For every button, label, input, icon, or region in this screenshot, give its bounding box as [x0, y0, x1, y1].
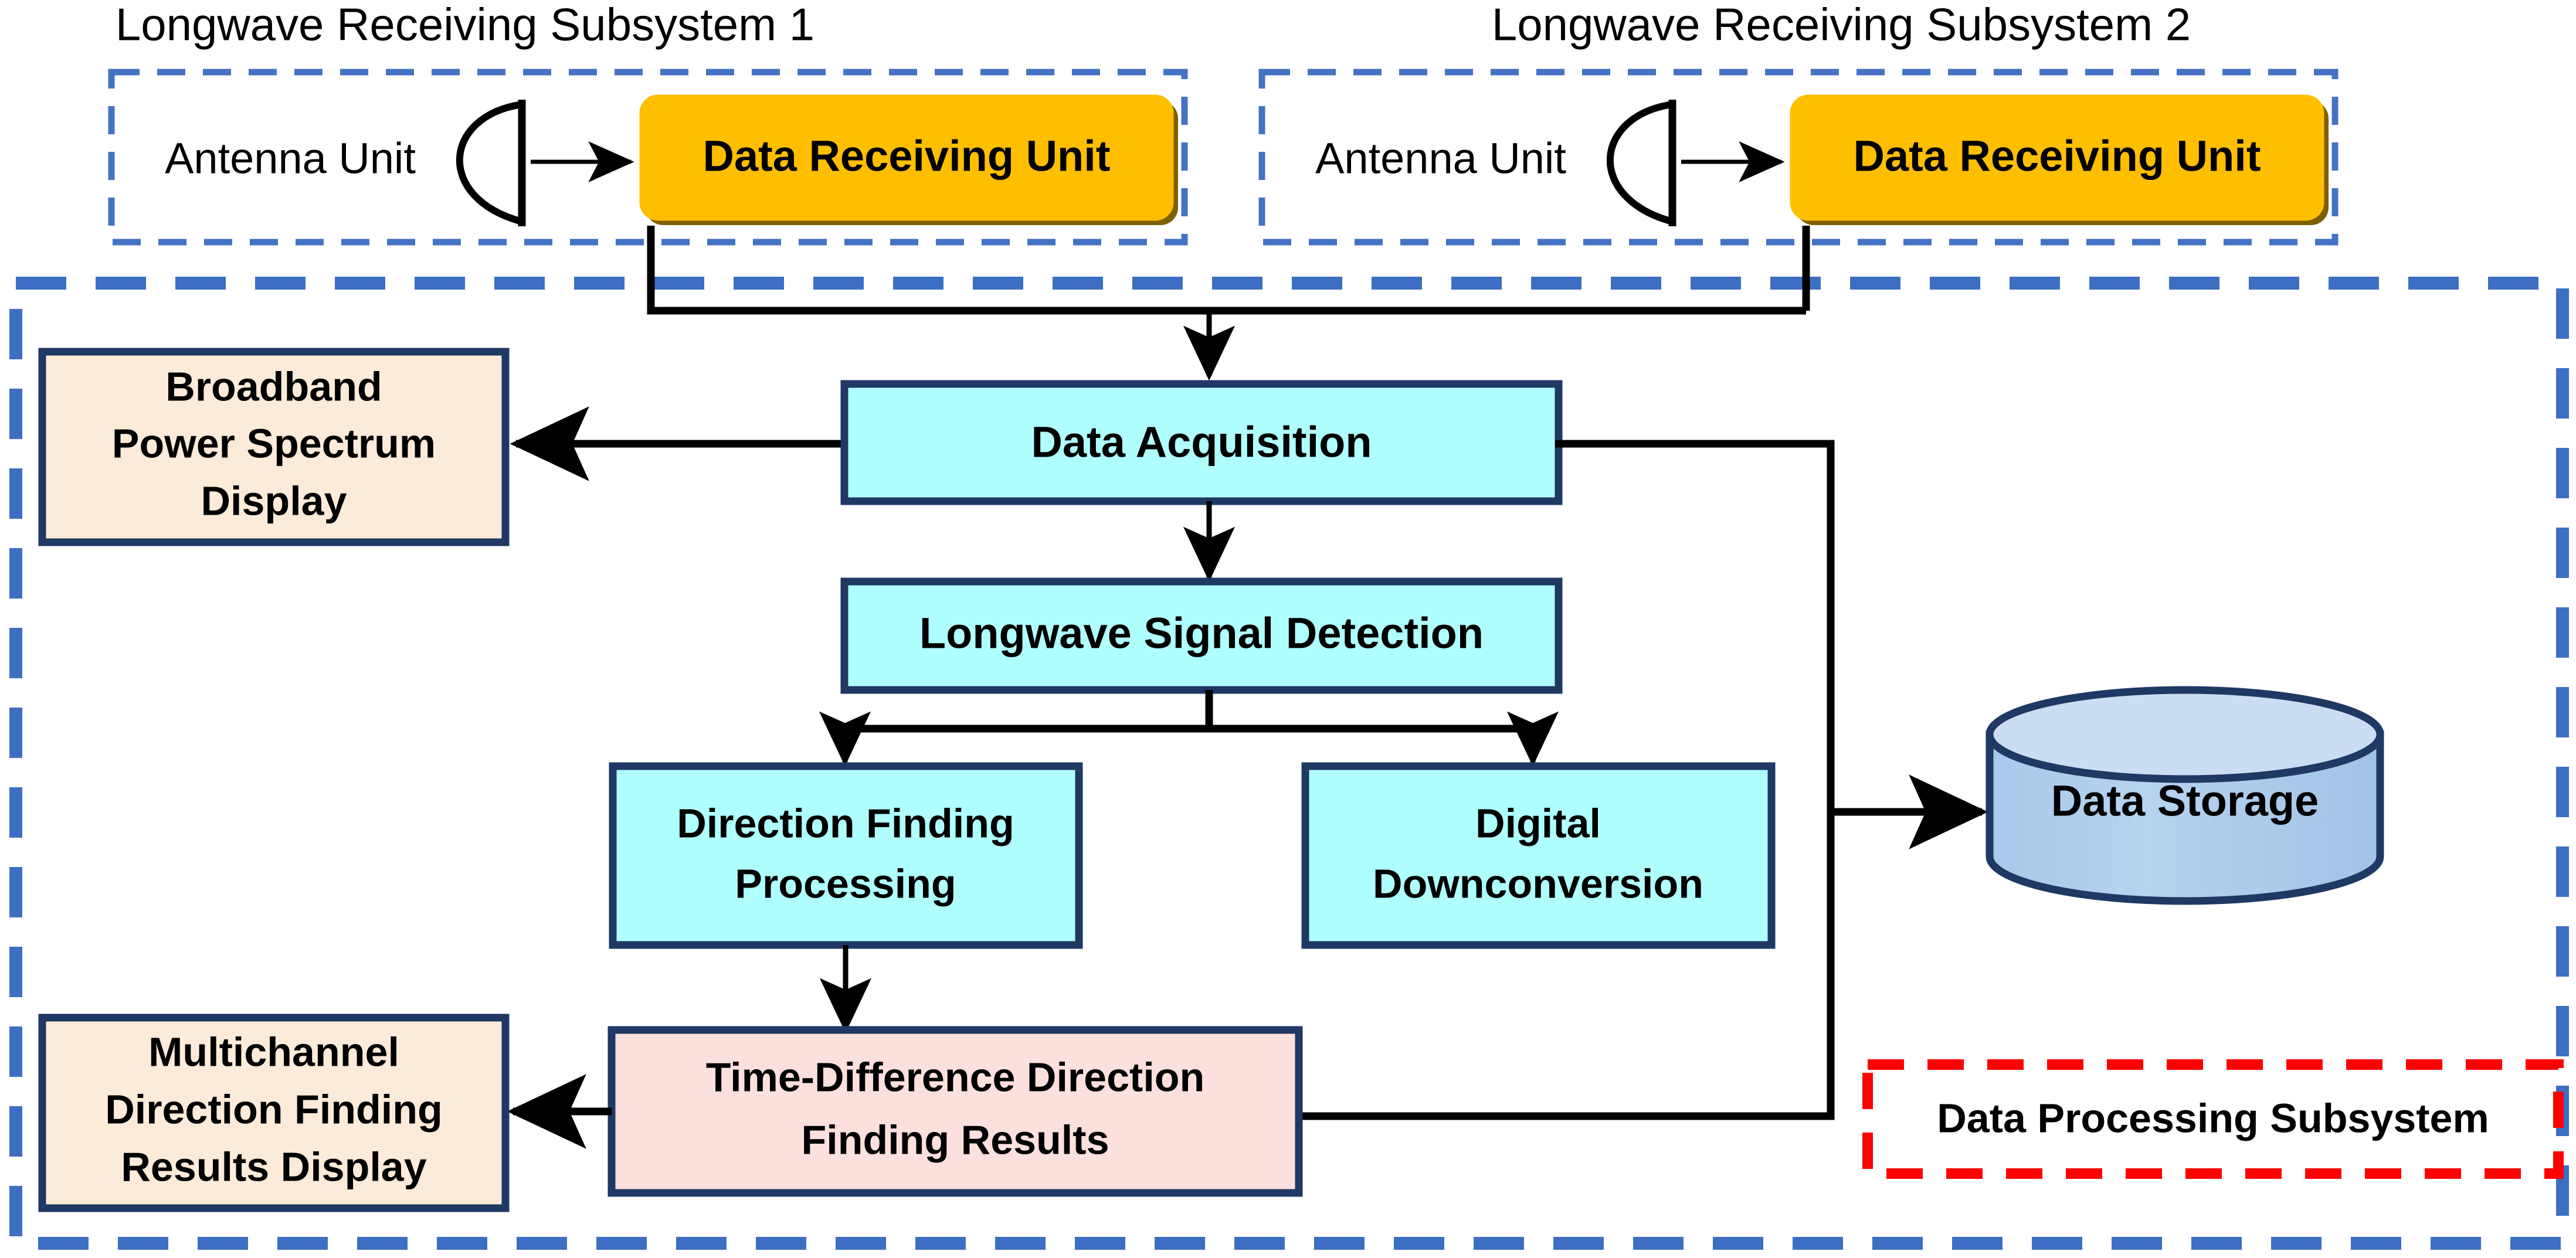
subsystem-left-title: Longwave Receiving Subsystem 1	[116, 0, 814, 50]
data-processing-subsystem-legend-label: Data Processing Subsystem	[1937, 1095, 2489, 1141]
connector-receivers-to-acquisition	[647, 226, 1810, 381]
longwave-signal-detection-node[interactable]: Longwave Signal Detection	[840, 577, 1563, 694]
data-receiving-unit-right-label: Data Receiving Unit	[1854, 132, 2261, 181]
multichannel-display-line-1: Multichannel	[148, 1029, 399, 1075]
subsystem-right-boundary	[1258, 69, 2339, 246]
direction-finding-line-1: Direction Finding	[677, 800, 1014, 846]
data-storage-node[interactable]: Data Storage	[1986, 686, 2384, 905]
subsystem-left-antenna-label: Antenna Unit	[165, 134, 416, 183]
digital-downconversion-node[interactable]: Digital Downconversion	[1301, 762, 1776, 949]
connector-detection-split	[819, 690, 1559, 767]
time-difference-results-node[interactable]: Time-Difference Direction Finding Result…	[607, 1026, 1303, 1197]
data-receiving-unit-right[interactable]: Data Receiving Unit	[1790, 94, 2329, 225]
data-processing-subsystem-legend: Data Processing Subsystem	[1862, 1059, 2564, 1179]
data-storage-label: Data Storage	[2051, 777, 2319, 825]
antenna-icon	[1606, 100, 1676, 226]
broadband-display-line-1: Broadband	[165, 363, 382, 409]
time-difference-line-2: Finding Results	[802, 1117, 1109, 1162]
broadband-display-line-3: Display	[201, 478, 347, 523]
longwave-signal-detection-label: Longwave Signal Detection	[919, 609, 1484, 658]
digital-downconversion-line-1: Digital	[1475, 800, 1601, 846]
antenna-icon	[456, 100, 526, 226]
multichannel-display-line-2: Direction Finding	[105, 1086, 443, 1132]
data-acquisition-label: Data Acquisition	[1031, 418, 1372, 467]
multichannel-results-display[interactable]: Multichannel Direction Finding Results D…	[38, 1014, 510, 1212]
data-acquisition-node[interactable]: Data Acquisition	[840, 380, 1563, 505]
connector-acquisition-right-trunk	[1299, 440, 1988, 1120]
direction-finding-processing-node[interactable]: Direction Finding Processing	[609, 762, 1083, 949]
direction-finding-line-2: Processing	[735, 861, 956, 906]
multichannel-display-line-3: Results Display	[121, 1144, 426, 1189]
data-receiving-unit-left[interactable]: Data Receiving Unit	[639, 94, 1178, 225]
broadband-power-spectrum-display[interactable]: Broadband Power Spectrum Display	[38, 348, 510, 546]
subsystem-right-title: Longwave Receiving Subsystem 2	[1492, 0, 2191, 50]
digital-downconversion-line-2: Downconversion	[1373, 861, 1703, 906]
broadband-display-line-2: Power Spectrum	[112, 420, 436, 466]
subsystem-right-antenna-label: Antenna Unit	[1315, 134, 1566, 183]
subsystem-left-boundary	[108, 69, 1188, 246]
time-difference-line-1: Time-Difference Direction	[706, 1054, 1205, 1100]
data-receiving-unit-left-label: Data Receiving Unit	[703, 132, 1111, 181]
